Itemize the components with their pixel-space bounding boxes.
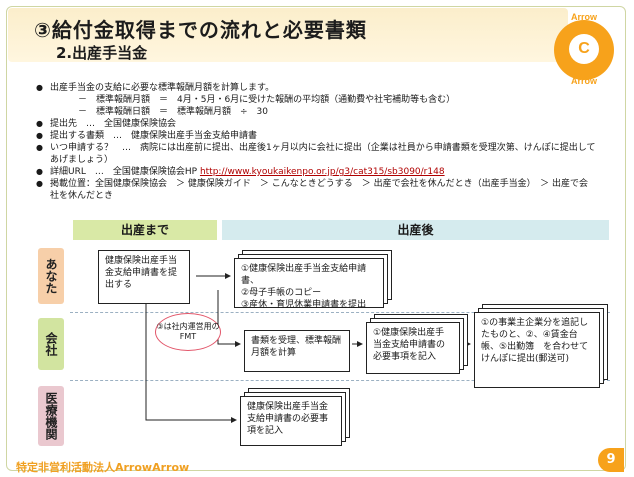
page-number: 9 [598,448,624,472]
url-label: 詳細URL … 全国健康保険協会HP [50,167,198,177]
logo-text-bottom: Arrow [570,76,597,86]
callout-internal-fmt: ③は社内運営用のFMT [155,313,221,351]
logo-text-top: Arrow [570,12,597,22]
bullet-item: 提出先 … 全国健康保険協会 [36,118,596,130]
footer-org: 特定非営利活動法人ArrowArrow [16,461,190,474]
arrow-submit-to-medical [145,304,237,423]
phase-before-birth: 出産まで [73,220,217,240]
page-subtitle: 2.出産手当金 [56,44,148,62]
slide-frame [6,6,626,471]
box-medical-fill: 健康保険出産手当金支給申請書の必要事項を記入 [240,396,342,446]
box-accept-calc: 書類を受理、標準報酬月額を計算 [244,330,350,372]
role-medical: 医療機関 [38,386,64,446]
page-title: ③給付金取得までの流れと必要書類 [34,18,367,42]
bullet-sub-item: － 標準報酬月額 ＝ 4月・5月・6月に受けた報酬の平均額（通勤費や社宅補助等も… [78,95,456,105]
doc-item: ①健康保険出産手当金支給申請書、 [241,264,367,286]
box-document-set: ①健康保険出産手当金支給申請書、 ②母子手帳のコピー ③産休・育児休業申請書を提… [234,258,384,310]
bullet-item: 掲載位置：全国健康保険協会 ＞ 健康保険ガイド ＞ こんなときどうする ＞ 出産… [36,178,596,202]
box-final-submit: ①の事業主企業分を追記したものと、②、④賃金台帳、⑤出勤簿 を合わせてけんぽに提… [474,312,600,388]
bullet-list: 出産手当金の支給に必要な標準報酬月額を計算します。 － 標準報酬月額 ＝ 4月・… [36,82,596,202]
lane-divider [70,380,610,381]
lane-divider [70,312,610,313]
bullet-item: いつ申請する？ … 病院には出産前に提出、出産後1ヶ月以内に会社に提出（企業は社… [36,142,596,166]
bullet-sub-item: － 標準報酬日額 ＝ 標準報酬月額 ÷ 30 [78,107,268,117]
role-you: あなた [38,248,64,304]
detail-link[interactable]: http://www.kyoukaikenpo.or.jp/g3/cat315/… [199,167,445,177]
box-submit-request: 健康保険出産手当金支給申請書を提出する [98,250,190,304]
bullet-item: 出産手当金の支給に必要な標準報酬月額を計算します。 [36,82,596,94]
doc-item: ②母子手帳のコピー [241,288,322,298]
box-company-fill: ①健康保険出産手当金支給申請書の必要事項を記入 [366,322,460,374]
bullet-item: 提出する書類 … 健康保険出産手当金支給申請書 [36,130,596,142]
logo-face: C [569,34,599,64]
role-company: 会社 [38,318,64,370]
arrow-docs-to-company [217,290,241,347]
arrow-logo: Arrow C Arrow [548,12,620,86]
doc-item: ③産休・育児休業申請書を提出 [241,300,367,310]
phase-after-birth: 出産後 [222,220,609,240]
title-bar [8,8,568,62]
bullet-item-url: 詳細URL … 全国健康保険協会HP http://www.kyoukaiken… [36,166,596,178]
